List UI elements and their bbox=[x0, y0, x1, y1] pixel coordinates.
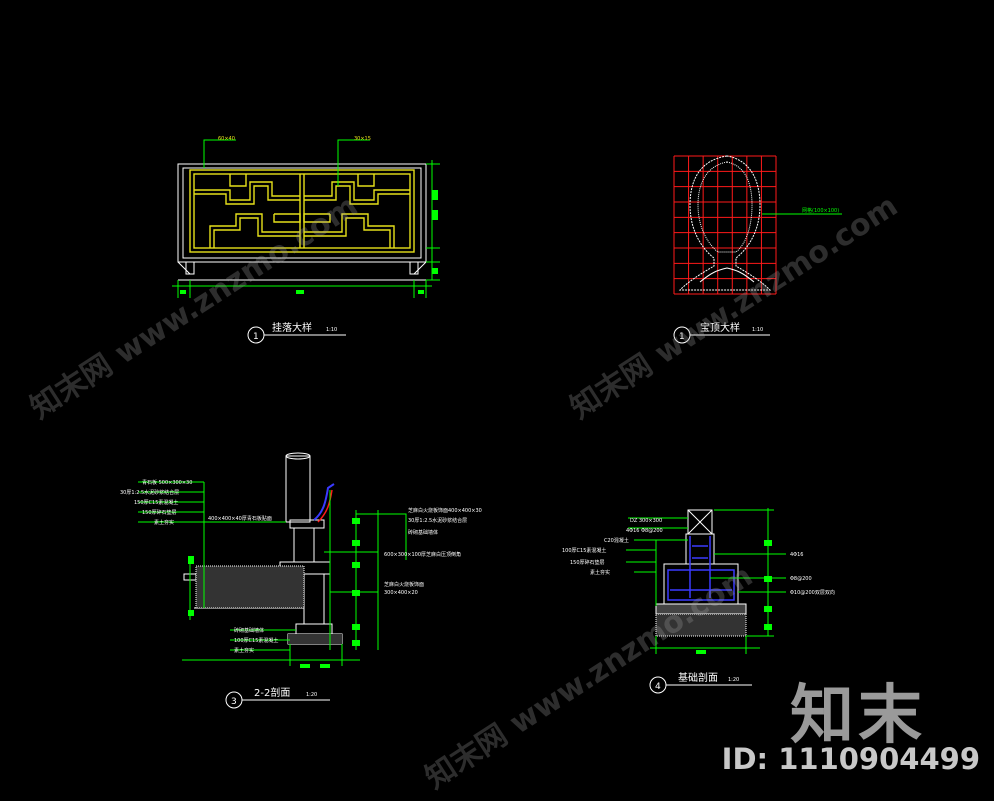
section-2-2-drawing: 青石板 500×300×30 30厚1:2.5水泥砂浆结合层 150厚C15素混… bbox=[120, 452, 482, 709]
fnd-left-label-3: 100厚C15素混凝土 bbox=[562, 547, 606, 554]
finial-scale: 1:10 bbox=[752, 327, 763, 333]
fnd-left-label-0: DZ 300×300 bbox=[630, 518, 662, 524]
s22-left-layer-4: 素土夯实 bbox=[154, 519, 174, 526]
lattice-detail-drawing: 60×40 30×15 1 挂落大样 1:10 bbox=[172, 136, 440, 344]
s22-right-label-2: 砖砌基础墙体 bbox=[408, 529, 438, 536]
fnd-left-label-1: 4Φ16 Φ8@200 bbox=[626, 528, 663, 534]
s22-left-label: 400×400×40厚青石板贴面 bbox=[208, 515, 272, 522]
fnd-number: 4 bbox=[655, 682, 661, 692]
s22-right-label-3: 600×300×100厚芝麻白压顶倒角 bbox=[384, 551, 461, 558]
s22-right-label-1: 30厚1:2.5水泥砂浆结合层 bbox=[408, 517, 467, 524]
foundation-section-drawing: DZ 300×300 4Φ16 Φ8@200 C20混凝土 100厚C15素混凝… bbox=[562, 508, 835, 694]
brand-watermark: 知末 bbox=[790, 679, 926, 753]
id-watermark: ID: 1110904499 bbox=[721, 742, 980, 776]
finial-number: 1 bbox=[679, 332, 685, 342]
fnd-title: 基础剖面 bbox=[678, 671, 718, 684]
s22-right-label-4: 芝麻白火烧板饰面 bbox=[384, 581, 424, 588]
finial-title: 宝顶大样 bbox=[700, 321, 740, 334]
s22-title: 2-2剖面 bbox=[254, 686, 290, 699]
s22-scale: 1:20 bbox=[306, 692, 317, 698]
finial-detail-drawing: 网格(100×100) 1 宝顶大样 1:10 bbox=[673, 155, 842, 344]
fnd-right-label-1: Φ8@200 bbox=[790, 576, 812, 582]
s22-bottom-label-0: 砖砌基础墙体 bbox=[234, 627, 264, 634]
lattice-leader-a: 60×40 bbox=[218, 136, 235, 142]
s22-left-layer-0: 青石板 500×300×30 bbox=[142, 479, 192, 486]
lattice-number: 1 bbox=[253, 332, 259, 342]
finial-leader: 网格(100×100) bbox=[802, 207, 839, 214]
fnd-left-label-2: C20混凝土 bbox=[604, 537, 629, 544]
fnd-left-label-5: 素土夯实 bbox=[590, 569, 610, 576]
s22-right-label-0: 芝麻白火烧板饰面400×400×30 bbox=[408, 507, 482, 514]
fnd-right-label-2: Φ10@200双层双向 bbox=[790, 589, 835, 596]
lattice-leader-b: 30×15 bbox=[354, 136, 371, 142]
lattice-scale: 1:10 bbox=[326, 327, 337, 333]
fnd-right-label-0: 4Φ16 bbox=[790, 552, 803, 558]
s22-left-layer-3: 150厚碎石垫层 bbox=[142, 509, 177, 516]
s22-left-layer-1: 30厚1:2.5水泥砂浆结合层 bbox=[120, 489, 179, 496]
fnd-scale: 1:20 bbox=[728, 677, 739, 683]
s22-left-layer-2: 150厚C15素混凝土 bbox=[134, 499, 178, 506]
fnd-left-label-4: 150厚碎石垫层 bbox=[570, 559, 605, 566]
s22-bottom-label-1: 100厚C15素混凝土 bbox=[234, 637, 278, 644]
lattice-title: 挂落大样 bbox=[272, 321, 312, 334]
s22-right-label-5: 300×400×20 bbox=[384, 590, 418, 596]
s22-bottom-label-2: 素土夯实 bbox=[234, 647, 254, 654]
s22-number: 3 bbox=[231, 697, 237, 707]
